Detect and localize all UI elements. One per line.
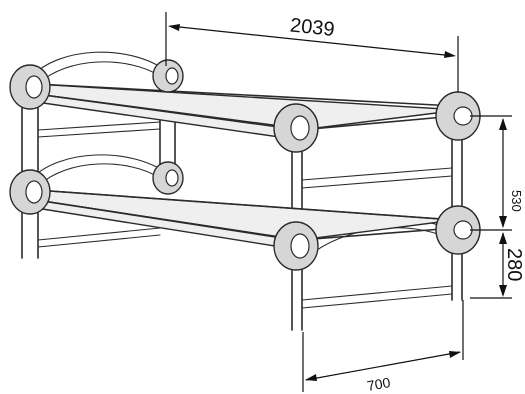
dimension-tier-spacing: 530 — [470, 115, 524, 231]
cap-top-left — [9, 64, 51, 110]
left-lower-crossbar — [37, 227, 161, 241]
lower-right-rail — [299, 227, 456, 241]
lower-front-rail — [35, 199, 296, 241]
upper-right-rail — [299, 115, 456, 131]
left-mid-arch-inner — [37, 163, 161, 187]
cap-mid-left-back — [152, 161, 184, 195]
cap-top-left-back — [152, 59, 184, 93]
length-dimension-line — [169, 25, 455, 57]
dimension-bottom-height: 280 — [470, 232, 525, 299]
upper-rear-rail — [35, 83, 456, 107]
left-top-arch-outer — [29, 51, 166, 79]
width-arrow-right — [449, 351, 461, 358]
right-lower-crossbar — [301, 285, 453, 301]
height-arrow-bottom — [499, 285, 507, 297]
width-label: 700 — [366, 374, 392, 394]
tier-label: 530 — [509, 190, 524, 212]
left-lower-crossbar-2 — [37, 234, 161, 248]
dimension-width: 700 — [302, 300, 464, 394]
left-mid-arch-outer — [29, 154, 166, 181]
left-top-arch-inner — [37, 61, 161, 85]
width-dimension-line — [305, 351, 461, 381]
width-arrow-left — [305, 374, 317, 381]
right-lower-crossbar-2 — [301, 293, 453, 309]
bunk-frame — [21, 51, 463, 331]
left-upper-crossbar — [37, 121, 161, 131]
end-caps — [9, 59, 481, 271]
cap-lower-right-back — [435, 205, 481, 255]
right-upper-crossbar — [301, 167, 453, 181]
lower-rear-rail — [35, 189, 456, 221]
dimension-length: 2039 — [165, 12, 459, 92]
upper-front-rail — [35, 93, 296, 129]
height-label: 280 — [503, 248, 525, 281]
cap-top-right-back — [435, 91, 481, 141]
tier-arrow-bottom — [499, 216, 507, 228]
right-upper-crossbar-2 — [301, 175, 453, 189]
length-arrow-right — [444, 51, 456, 58]
cap-lower-right-front — [273, 221, 319, 271]
length-arrow-left — [168, 24, 180, 31]
cap-mid-left — [9, 169, 51, 215]
length-label: 2039 — [289, 14, 336, 41]
height-arrow-top — [499, 232, 507, 244]
cap-top-right-front — [273, 103, 319, 153]
left-upper-crossbar-2 — [37, 128, 161, 138]
tier-arrow-top — [499, 118, 507, 130]
